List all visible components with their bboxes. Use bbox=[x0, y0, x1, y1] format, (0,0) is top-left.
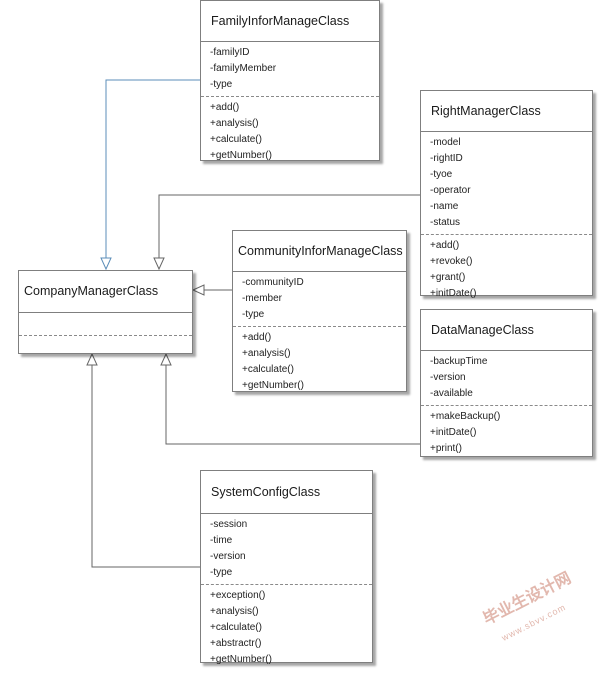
attribute: -version bbox=[210, 551, 246, 562]
method: +add() bbox=[242, 332, 272, 343]
attribute: -operator bbox=[430, 185, 471, 196]
attribute-list: -backupTime -version -available bbox=[421, 351, 592, 406]
family-arrowhead bbox=[100, 257, 112, 271]
class-name: CommunityInforManageClass bbox=[233, 231, 406, 272]
attribute: -rightID bbox=[430, 153, 463, 164]
company-manager-class: CompanyManagerClass bbox=[18, 270, 193, 354]
method: +initDate() bbox=[430, 288, 477, 299]
attribute: -model bbox=[430, 137, 461, 148]
attribute: -time bbox=[210, 535, 233, 546]
method: +calculate() bbox=[210, 134, 262, 145]
attribute: -familyMember bbox=[210, 63, 277, 74]
attribute: -status bbox=[430, 217, 461, 228]
method: +analysis() bbox=[242, 348, 291, 359]
attribute-list: -familyID -familyMember -type bbox=[201, 42, 379, 97]
attribute: -backupTime bbox=[430, 356, 488, 367]
attribute: -communityID bbox=[242, 277, 304, 288]
right-manager-class: RightManagerClass -model -rightID -tyoe … bbox=[420, 90, 593, 299]
system-arrowhead bbox=[86, 352, 98, 366]
community-infor-manage-class: CommunityInforManageClass -communityID -… bbox=[232, 230, 407, 392]
family-to-company-line bbox=[105, 79, 200, 268]
method: +calculate() bbox=[210, 622, 262, 633]
method: +analysis() bbox=[210, 118, 259, 129]
method: +initDate() bbox=[430, 427, 477, 438]
attribute-list: -communityID -member -type bbox=[233, 272, 406, 327]
data-arrowhead bbox=[160, 352, 172, 366]
class-name: CompanyManagerClass bbox=[19, 271, 192, 313]
method: +revoke() bbox=[430, 256, 473, 267]
attribute-list: -model -rightID -tyoe -operator -name -s… bbox=[421, 132, 592, 235]
method-list: +makeBackup() +initDate() +print() bbox=[421, 406, 592, 460]
method-list: +add() +analysis() +calculate() +getNumb… bbox=[233, 327, 406, 397]
data-to-company-line bbox=[165, 365, 420, 445]
attribute-list: -session -time -version -type bbox=[201, 514, 372, 585]
method: +print() bbox=[430, 443, 462, 454]
system-to-company-line bbox=[91, 365, 200, 568]
method: +add() bbox=[210, 102, 240, 113]
attribute: -type bbox=[242, 309, 265, 320]
attribute: -familyID bbox=[210, 47, 250, 58]
method: +exception() bbox=[210, 590, 266, 601]
class-name: DataManageClass bbox=[421, 310, 592, 351]
attribute: -session bbox=[210, 519, 248, 530]
method-list: +add() +analysis() +calculate() +getNumb… bbox=[201, 97, 379, 167]
attribute: -type bbox=[210, 567, 233, 578]
method: +abstractr() bbox=[210, 638, 262, 649]
class-name: FamilyInforManageClass bbox=[201, 1, 379, 42]
method-list: +add() +revoke() +grant() +initDate() bbox=[421, 235, 592, 305]
class-name: SystemConfigClass bbox=[201, 471, 372, 514]
method-list: +exception() +analysis() +calculate() +a… bbox=[201, 585, 372, 671]
family-infor-manage-class: FamilyInforManageClass -familyID -family… bbox=[200, 0, 380, 161]
system-config-class: SystemConfigClass -session -time -versio… bbox=[200, 470, 373, 665]
attribute: -member bbox=[242, 293, 283, 304]
method: +makeBackup() bbox=[430, 411, 501, 422]
method: +grant() bbox=[430, 272, 466, 283]
community-arrowhead bbox=[191, 284, 205, 296]
attribute-list bbox=[19, 313, 192, 336]
attribute: -name bbox=[430, 201, 459, 212]
method: +getNumber() bbox=[242, 380, 304, 391]
attribute: -version bbox=[430, 372, 466, 383]
attribute: -tyoe bbox=[430, 169, 453, 180]
data-manage-class: DataManageClass -backupTime -version -av… bbox=[420, 309, 593, 457]
attribute: -available bbox=[430, 388, 473, 399]
right-arrowhead bbox=[153, 257, 165, 271]
right-to-company-line bbox=[158, 194, 420, 268]
method: +add() bbox=[430, 240, 460, 251]
class-name: RightManagerClass bbox=[421, 91, 592, 132]
attribute: -type bbox=[210, 79, 233, 90]
method: +calculate() bbox=[242, 364, 294, 375]
method: +analysis() bbox=[210, 606, 259, 617]
method: +getNumber() bbox=[210, 150, 272, 161]
method: +getNumber() bbox=[210, 654, 272, 665]
